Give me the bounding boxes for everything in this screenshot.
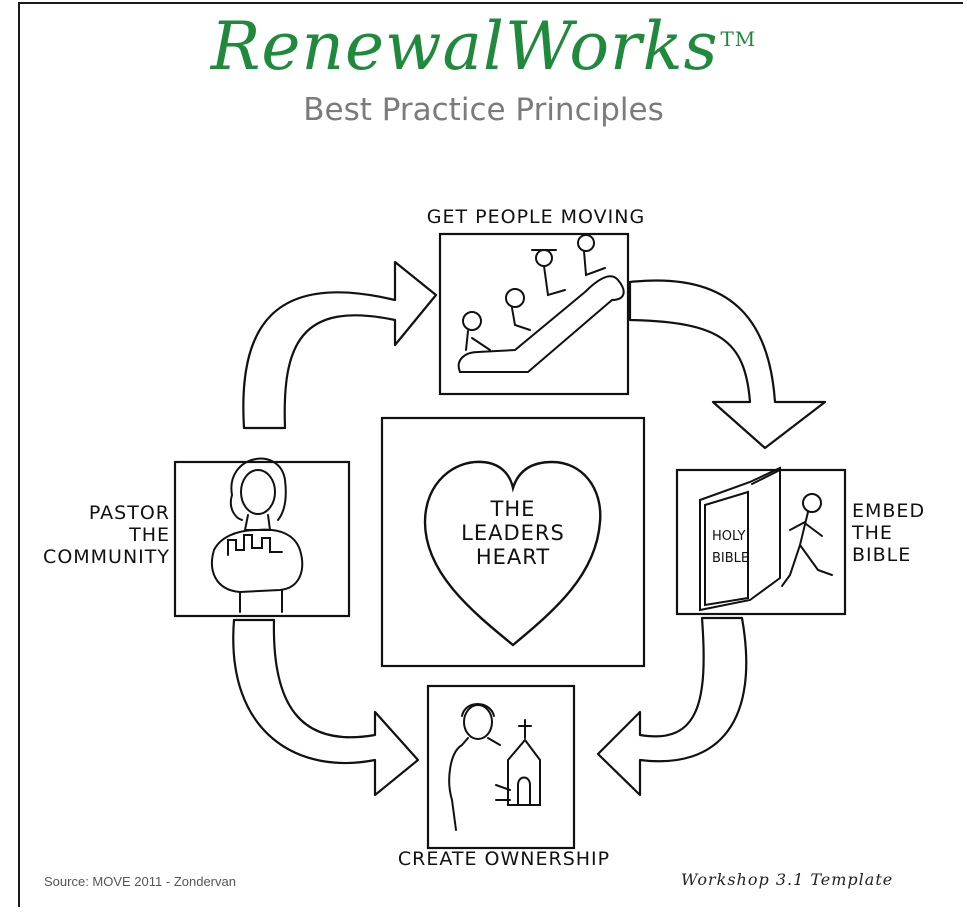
runner-icon	[781, 493, 833, 587]
center-line: THE	[490, 497, 536, 521]
bible-icon	[699, 466, 781, 612]
trademark-mark: TM	[720, 27, 757, 51]
label-left-line: THE	[129, 524, 170, 546]
arrow-left-to-bottom	[232, 618, 420, 797]
label-right-principle: EMBED THE BIBLE	[852, 500, 926, 566]
bible-cover-text: HOLY BIBLE	[712, 529, 749, 566]
heart-icon	[423, 460, 602, 647]
label-right-line: THE	[852, 522, 893, 544]
label-left-line: PASTOR	[88, 502, 170, 524]
label-top-principle: GET PEOPLE MOVING	[426, 206, 646, 228]
escalator-icon	[457, 234, 625, 373]
arrow-left-to-top	[242, 260, 438, 430]
bible-cover-line: BIBLE	[712, 551, 749, 566]
label-left-line: COMMUNITY	[43, 546, 170, 568]
label-left-principle: PASTOR THE COMMUNITY	[36, 502, 170, 568]
top-box	[438, 232, 630, 396]
source-note: Source: MOVE 2011 - Zondervan	[44, 874, 236, 889]
page-frame	[18, 2, 963, 907]
label-right-line: BIBLE	[852, 544, 912, 566]
center-label: THE LEADERS HEART	[458, 497, 568, 569]
page-subtitle: Best Practice Principles	[303, 92, 664, 128]
label-right-line: EMBED	[852, 500, 926, 522]
arrow-top-to-right	[628, 279, 827, 450]
arrow-right-to-bottom	[596, 616, 748, 797]
title-text: RenewalWorks	[210, 8, 719, 85]
bottom-box	[426, 684, 576, 850]
ownership-icon	[448, 703, 541, 831]
bible-cover-line: HOLY	[712, 529, 746, 544]
center-line: HEART	[475, 545, 551, 569]
template-note: Workshop 3.1 Template	[681, 870, 894, 889]
pastor-icon	[210, 457, 304, 613]
label-bottom-principle: CREATE OWNERSHIP	[397, 848, 611, 870]
center-line: LEADERS	[461, 521, 565, 545]
center-box	[380, 416, 646, 668]
